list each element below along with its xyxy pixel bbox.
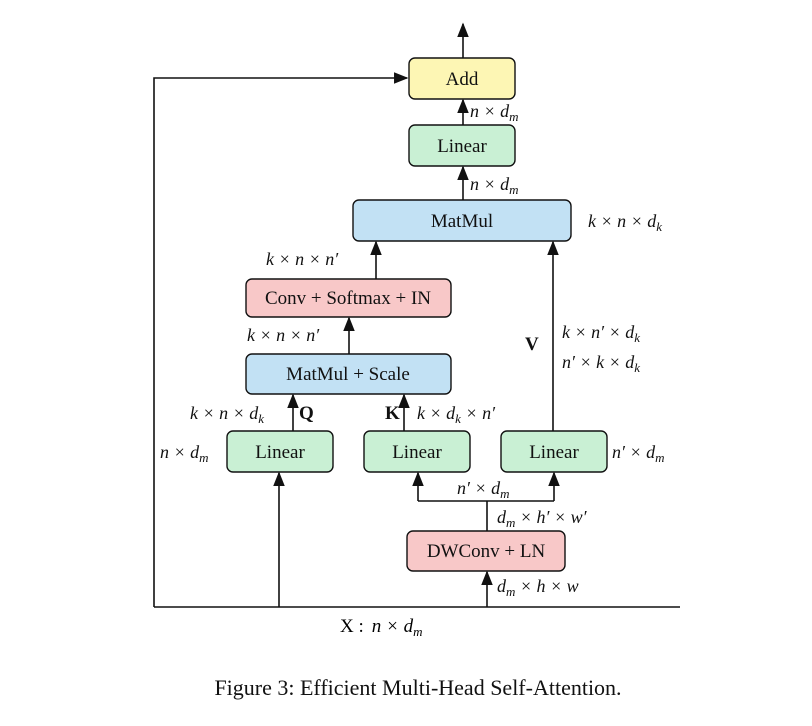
linear-q-box [226, 430, 334, 473]
linear-k-box [363, 430, 471, 473]
linear-k-label: Linear [392, 442, 442, 463]
label-x-input: X :n × dm [340, 616, 422, 639]
figure-caption: Figure 3: Efficient Multi-Head Self-Atte… [214, 675, 621, 700]
edges [153, 22, 680, 608]
node-linear-v: Linear [500, 430, 608, 473]
label-v: V [525, 334, 539, 355]
node-add: Add [408, 57, 516, 100]
label-q-dims: k × n × dk [190, 403, 264, 426]
dim-labels: n × dm n × dm k × n × dk k × n × n′ k × … [160, 101, 664, 639]
linear-out-box [408, 124, 516, 167]
node-linear-k: Linear [363, 430, 471, 473]
node-linear-out: Linear [408, 124, 516, 167]
label-q: Q [299, 403, 314, 424]
label-softmax-out: k × n × n′ [266, 249, 339, 269]
label-add-in: n × dm [470, 101, 519, 124]
linear-v-box [500, 430, 608, 473]
label-k-dims: k × dk × n′ [417, 403, 496, 426]
conv-softmax-box [245, 278, 452, 318]
label-dwconv-out: dm × h′ × w′ [497, 507, 588, 530]
node-matmul: MatMul [352, 199, 572, 242]
matmul-scale-box [245, 353, 452, 395]
matmul-scale-label: MatMul + Scale [286, 364, 410, 385]
linear-q-label: Linear [255, 442, 305, 463]
node-conv-softmax-in: Conv + Softmax + IN [245, 278, 452, 318]
label-linear-v-out: n′ × dm [612, 442, 664, 465]
label-matmul-right: k × n × dk [588, 211, 662, 234]
add-label: Add [446, 69, 479, 90]
label-v-dims-2: n′ × k × dk [562, 352, 640, 375]
label-linear-q-in: n × dm [160, 442, 209, 465]
label-linear-out-in: n × dm [470, 174, 519, 197]
linear-out-label: Linear [437, 136, 487, 157]
matmul-box [352, 199, 572, 242]
node-dwconv-ln: DWConv + LN [406, 530, 566, 572]
linear-v-label: Linear [529, 442, 579, 463]
label-k: K [385, 403, 400, 424]
residual-path [153, 72, 409, 607]
label-kv-in: n′ × dm [457, 478, 509, 501]
node-matmul-scale: MatMul + Scale [245, 353, 452, 395]
dwconv-box [406, 530, 566, 572]
node-linear-q: Linear [226, 430, 334, 473]
matmul-label: MatMul [431, 211, 493, 232]
add-box [408, 57, 516, 100]
dwconv-label: DWConv + LN [427, 541, 546, 562]
label-dwconv-in: dm × h × w [497, 576, 579, 599]
label-matmul-scale-out: k × n × n′ [247, 325, 320, 345]
conv-softmax-label: Conv + Softmax + IN [265, 288, 431, 309]
label-v-dims-1: k × n′ × dk [562, 322, 640, 345]
